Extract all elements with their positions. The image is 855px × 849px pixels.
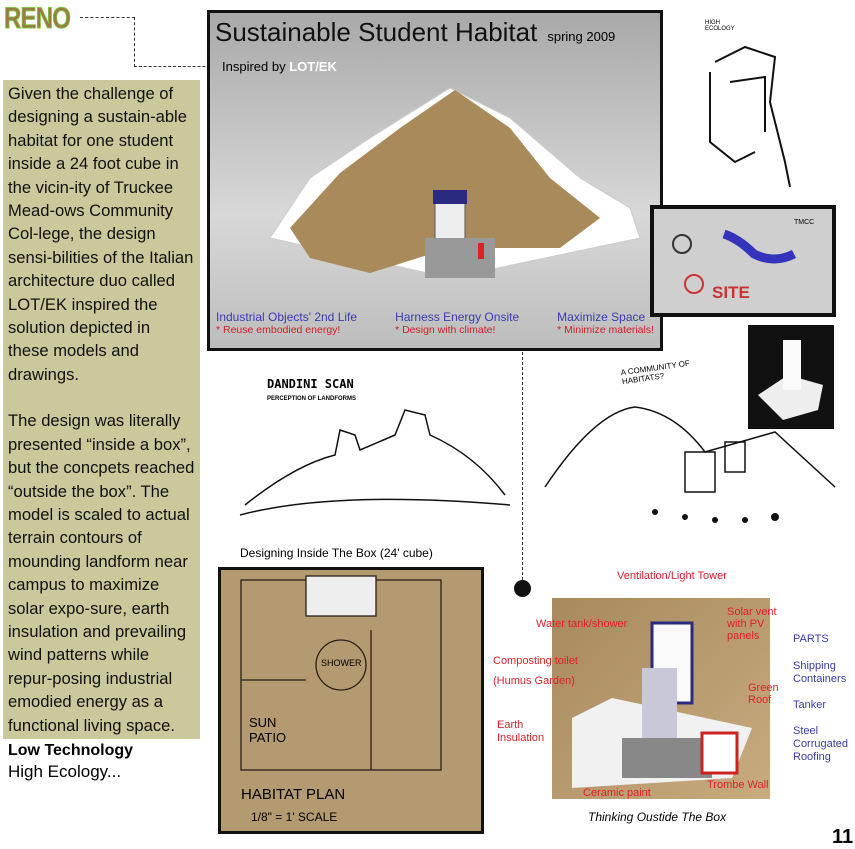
- caption-sub: * Design with climate!: [395, 324, 496, 336]
- caption-title: Industrial Objects' 2nd Life: [216, 310, 358, 324]
- plan-caption: Designing Inside The Box (24' cube): [240, 546, 433, 560]
- sun-patio-label: SUN PATIO: [249, 715, 287, 745]
- part-shipping: Shipping Containers: [793, 660, 847, 685]
- label-trombe: Trombe Wall: [707, 779, 769, 791]
- description-paragraph-1: Given the challenge of designing a susta…: [8, 84, 194, 384]
- thinking-outside-photo: [552, 598, 770, 799]
- site-map: SITE TMCC: [650, 205, 836, 317]
- community-sketch: [544, 406, 836, 523]
- plan-scale: 1/8" = 1' SCALE: [251, 810, 338, 824]
- habitat-plan-drawing: SHOWER SUN PATIO HABITAT PLAN 1/8" = 1' …: [218, 567, 484, 834]
- inspired-by: Inspired by LOT/EK: [222, 59, 337, 74]
- main-model-photo: Sustainable Student Habitat spring 2009 …: [207, 10, 663, 351]
- label-earth: Earth Insulation: [497, 719, 545, 744]
- description-paragraph-2: The design was literally presented “insi…: [8, 411, 195, 735]
- caption-space: Maximize Space* Minimize materials!: [557, 310, 654, 336]
- caption-row: Industrial Objects' 2nd Life* Reuse embo…: [216, 310, 654, 336]
- label-humus: (Humus Garden): [493, 675, 575, 687]
- label-tower: Ventilation/Light Tower: [617, 570, 727, 582]
- high-ecology-label: High Ecology...: [8, 761, 122, 781]
- label-solar: Solar vent with PV panels: [727, 606, 777, 642]
- reno-logo: RENO: [4, 2, 72, 36]
- label-ceramic: Ceramic paint: [583, 787, 651, 799]
- dashed-connector: [522, 352, 523, 580]
- lotek-brand: LOT/EK: [289, 59, 337, 74]
- parts-heading: PARTS: [793, 633, 829, 645]
- landform-sketch: [239, 409, 511, 516]
- site-label: SITE: [712, 283, 750, 302]
- dashed-connector: [134, 66, 220, 67]
- part-roofing: Steel Corrugated Roofing: [793, 725, 849, 763]
- white-model-graphic: [758, 340, 823, 420]
- caption-sub: * Reuse embodied energy!: [216, 324, 341, 336]
- caption-sub: * Minimize materials!: [557, 324, 654, 336]
- plan-title: HABITAT PLAN: [241, 786, 346, 803]
- title-row: Sustainable Student Habitat spring 2009: [215, 17, 655, 48]
- label-green-roof: Green Roof: [748, 682, 779, 706]
- low-technology-label: Low Technology: [8, 741, 134, 759]
- part-tanker: Tanker: [793, 699, 827, 711]
- shower-label: SHOWER: [321, 658, 362, 668]
- model-caption: Thinking Oustide The Box: [588, 810, 727, 824]
- site-map-graphic: [654, 209, 832, 313]
- caption-title: Maximize Space: [557, 310, 646, 324]
- dandini-title: DANDINI SCAN: [267, 377, 354, 391]
- page-number: 11: [832, 826, 854, 848]
- caption-title: Harness Energy Onsite: [395, 310, 520, 324]
- inspired-prefix: Inspired by: [222, 59, 290, 74]
- season-label: spring 2009: [547, 29, 616, 44]
- community-label: A COMMUNITY OF HABITATS?: [620, 358, 691, 387]
- terrain-model-illustration: [269, 87, 641, 279]
- tmcc-label: TMCC: [794, 219, 815, 226]
- caption-industrial: Industrial Objects' 2nd Life* Reuse embo…: [216, 310, 357, 336]
- high-ecology-sketch-label: HIGH ECOLOGY: [705, 20, 735, 32]
- small-model-photo: [748, 325, 834, 429]
- caption-energy: Harness Energy Onsite* Design with clima…: [395, 310, 519, 336]
- connector-dot: [514, 580, 531, 597]
- left-column: Given the challenge of designing a susta…: [3, 80, 200, 783]
- description-panel: Given the challenge of designing a susta…: [3, 80, 200, 739]
- page-title: Sustainable Student Habitat: [215, 17, 538, 47]
- dandini-subtitle: PERCEPTION OF LANDFORMS: [267, 396, 357, 402]
- model-closeup-graphic: [572, 621, 752, 788]
- plan-lines: [240, 575, 442, 771]
- dashed-connector: [134, 17, 135, 67]
- label-toilet: Composting toilet: [493, 655, 578, 667]
- tower-sketch: [709, 45, 791, 188]
- label-water: Water tank/shower: [536, 618, 628, 630]
- dashed-connector: [80, 17, 135, 18]
